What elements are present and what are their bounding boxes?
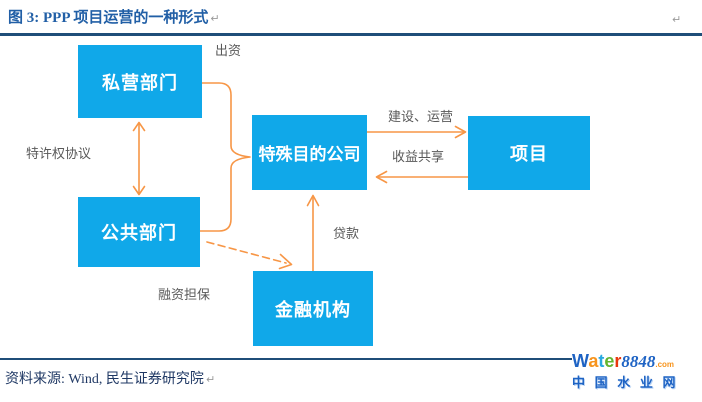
arrow-revenue — [375, 170, 469, 184]
node-special-purpose-company: 特殊目的公司 — [252, 115, 367, 190]
figure-title: 图 3: PPP 项目运营的一种形式↵ — [8, 6, 220, 27]
logo-tld: .com — [655, 360, 675, 369]
node-project: 项目 — [468, 116, 590, 190]
water8848-logo[interactable]: Water8848.com 中 国 水 业 网 — [572, 351, 700, 391]
footer-divider — [0, 358, 597, 360]
source-note: 资料来源: Wind, 民生证券研究院↵ — [5, 368, 215, 388]
brace-invest — [196, 82, 251, 232]
logo-word-water: Water — [572, 351, 622, 371]
edge-label-build-operate: 建设、运营 — [388, 109, 454, 124]
edge-label-concession: 特许权协议 — [26, 146, 92, 161]
edge-label-loan: 贷款 — [333, 226, 360, 241]
arrow-concession — [132, 121, 146, 196]
node-financial-institution: 金融机构 — [253, 271, 373, 346]
edge-label-revenue-share: 收益共享 — [392, 149, 445, 164]
edge-label-invest: 出资 — [215, 43, 242, 58]
arrow-guarantee — [206, 241, 293, 270]
node-public-sector: 公共部门 — [78, 197, 200, 267]
arrow-loan — [306, 194, 320, 272]
source-text: 资料来源: Wind, 民生证券研究院 — [5, 372, 204, 387]
node-private-sector: 私营部门 — [78, 45, 202, 118]
logo-wordmark: Water8848.com — [572, 351, 700, 375]
edge-label-financing-guarantee: 融资担保 — [158, 287, 211, 302]
title-divider — [0, 33, 702, 36]
figure-title-text: 图 3: PPP 项目运营的一种形式 — [8, 10, 209, 26]
paragraph-mark-icon: ↵ — [205, 373, 216, 386]
paragraph-mark-icon: ↵ — [672, 13, 682, 26]
paragraph-mark-icon: ↵ — [210, 12, 220, 25]
arrow-build — [366, 125, 467, 139]
logo-tagline: 中 国 水 业 网 — [572, 375, 679, 390]
logo-number: 8848 — [621, 352, 656, 371]
